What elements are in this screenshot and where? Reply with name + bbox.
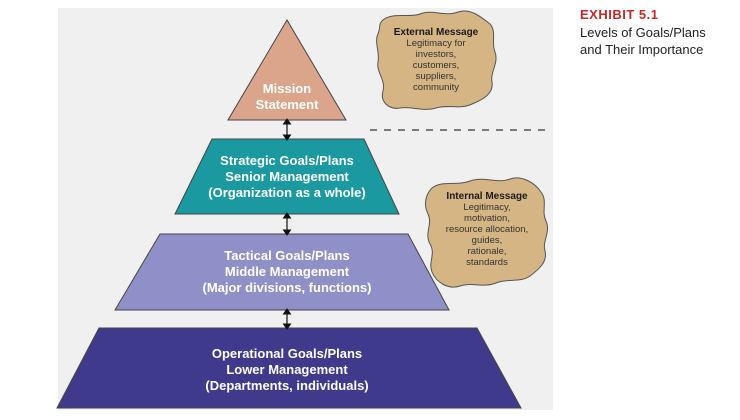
operational-label: Operational Goals/Plans Lower Management… bbox=[162, 346, 412, 394]
strategic-line1: Strategic Goals/Plans bbox=[220, 153, 354, 168]
tactical-label: Tactical Goals/Plans Middle Management (… bbox=[162, 248, 412, 296]
internal-message-line: resource allocation, bbox=[445, 224, 529, 235]
internal-message-line: rationale, bbox=[467, 246, 507, 257]
external-message-line: investors, bbox=[415, 49, 457, 60]
exhibit-title-line1: Levels of Goals/Plans bbox=[580, 25, 706, 40]
external-message-blob bbox=[376, 10, 497, 110]
internal-message-line: Legitimacy, bbox=[463, 202, 511, 213]
external-message-line: suppliers, bbox=[415, 71, 457, 82]
mission-label: Mission Statement bbox=[237, 81, 337, 113]
strategic-tier bbox=[174, 138, 400, 215]
operational-tier bbox=[56, 327, 522, 409]
external-message-line: community bbox=[413, 82, 459, 93]
tactical-line3: (Major divisions, functions) bbox=[202, 280, 372, 295]
exhibit-title: Levels of Goals/Plans and Their Importan… bbox=[580, 24, 740, 58]
external-message-line: customers, bbox=[412, 60, 460, 71]
connector-arrow-2 bbox=[282, 212, 292, 236]
strategic-line3: (Organization as a whole) bbox=[208, 185, 366, 200]
tactical-line1: Tactical Goals/Plans bbox=[224, 248, 350, 263]
tactical-tier bbox=[114, 233, 450, 311]
connector-arrow-3 bbox=[282, 308, 292, 330]
connector-arrow-1 bbox=[282, 118, 292, 141]
strategic-line2: Senior Management bbox=[225, 169, 349, 184]
operational-line3: (Departments, individuals) bbox=[205, 378, 369, 393]
external-message-title: External Message bbox=[393, 27, 479, 38]
mission-line1: Mission bbox=[262, 81, 312, 96]
strategic-label: Strategic Goals/Plans Senior Management … bbox=[187, 153, 387, 201]
operational-line1: Operational Goals/Plans bbox=[211, 346, 363, 361]
operational-line2: Lower Management bbox=[226, 362, 348, 377]
mission-line2: Statement bbox=[255, 97, 319, 112]
internal-message-line: standards bbox=[466, 257, 508, 268]
exhibit-title-line2: and Their Importance bbox=[580, 42, 704, 57]
external-message-text: External Message Legitimacy for investor… bbox=[384, 27, 488, 93]
internal-message-line: guides, bbox=[471, 235, 503, 246]
external-message-line: Legitimacy for bbox=[406, 38, 466, 49]
internal-message-blob bbox=[424, 177, 549, 288]
internal-message-title: Internal Message bbox=[446, 191, 528, 202]
internal-message-text: Internal Message Legitimacy, motivation,… bbox=[432, 191, 542, 268]
internal-message-line: motivation, bbox=[464, 213, 510, 224]
exhibit-label: EXHIBIT 5.1 bbox=[580, 7, 659, 22]
tactical-line2: Middle Management bbox=[224, 264, 350, 279]
